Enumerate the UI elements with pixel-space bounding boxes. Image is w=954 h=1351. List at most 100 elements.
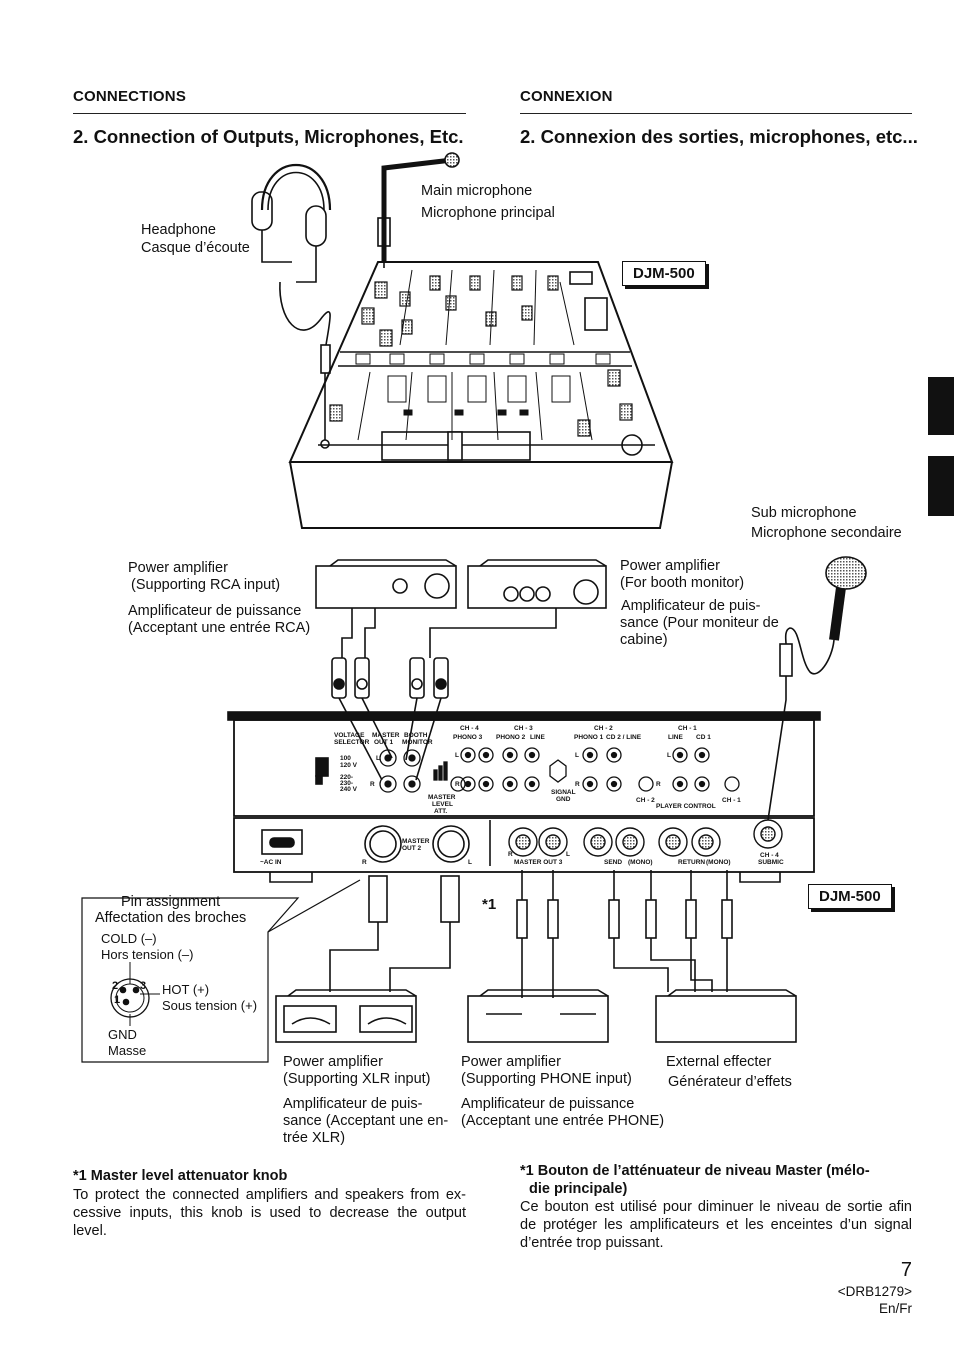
pin-cold-fr: Hors tension (–) [101,947,194,962]
language-code: En/Fr [878,1301,912,1316]
xlr-plugs-icon [329,875,460,992]
model-badge-bottom: DJM-500 [808,884,892,909]
panel-v5: 240 V [340,786,357,793]
panel-phono3: PHONO 3 [453,734,483,741]
pin-hot-fr: Sous tension (+) [162,998,258,1013]
panel-signal: SIGNAL [551,789,576,796]
booth-amp-label-en-2: (For booth monitor) [620,575,745,591]
doc-code: <DRB1279> [837,1284,912,1299]
booth-amp-label-fr-3: cabine) [620,632,668,648]
pin-hot-en: HOT (+) [162,982,210,997]
pin-cold-en: COLD (–) [101,931,157,946]
panel-out1: OUT 1 [374,739,394,746]
panel-v4: 230- [340,780,354,787]
phone-amp-label-fr-1: Amplificateur de puissance [461,1096,635,1112]
panel-send: SEND [604,859,623,866]
pin-number-2: 2 [112,980,119,992]
panel-player-control: PLAYER CONTROL [656,803,716,810]
headphone-label-en: Headphone [141,222,216,238]
rca-plugs-icon [331,657,449,781]
panel-monitor: MONITOR [402,739,433,746]
panel-r-a: R [370,781,375,788]
side-tab-marker-2 [928,456,954,516]
panel-r-b: R [455,781,460,788]
panel-v3: 220- [340,774,354,781]
mixer-top-view [288,261,674,529]
sub-mic-label-fr: Microphone secondaire [751,525,902,541]
page-number: 7 [900,1259,912,1281]
xlr-amp-label-fr-3: trée XLR) [283,1130,346,1146]
sub-mic-label-en: Sub microphone [751,505,857,521]
panel-r2: R [508,851,513,858]
panel-v1: 100 [340,755,351,762]
panel-ch1: CH - 1 [678,725,697,732]
xlr-amplifier-icon [275,989,417,1043]
phone-amp-label-en-1: Power amplifier [461,1054,561,1070]
attenuator-callout: *1 [482,896,497,913]
headphone-icon [251,163,332,449]
pin-gnd-fr: Masse [108,1043,147,1058]
rca-amp-label-fr-2: (Acceptant une entrée RCA) [128,620,311,636]
panel-cd2line: CD 2 / LINE [606,734,642,741]
panel-ch2b: CH - 2 [636,797,655,804]
panel-l1: L [468,859,472,866]
mixer-rear-panel [227,711,821,883]
header-rule-right [520,113,912,114]
note-body-en: To protect the connected amplifiers and … [73,1187,466,1239]
pin-title-en: Pin assignment [121,894,221,910]
panel-master-out3: MASTER OUT 3 [514,859,563,866]
pin-title-fr: Affectation des broches [95,910,247,926]
panel-l-c: L [575,752,579,759]
sub-microphone-icon [767,556,867,821]
panel-submic: SUBMIC [758,859,784,866]
pin-gnd-en: GND [108,1027,137,1042]
panel-ch4: CH - 4 [460,725,479,732]
note-body-fr: Ce bouton est utilisé pour diminuer le n… [520,1199,912,1251]
panel-phono1: PHONO 1 [574,734,604,741]
panel-l-a: L [376,755,380,762]
main-microphone-icon [377,152,460,268]
panel-cd1: CD 1 [696,734,711,741]
panel-return: RETURN [678,859,706,866]
page-title-fr: 2. Connexion des sorties, microphones, e… [520,126,918,147]
panel-mono2: (MONO) [706,859,731,866]
panel-l2: L [566,851,570,858]
panel-line-b: LINE [668,734,683,741]
booth-amplifier-icon [429,559,607,658]
rca-amp-label-fr-1: Amplificateur de puissance [128,603,302,619]
panel-r-c: R [575,781,580,788]
panel-selector: SELECTOR [334,739,370,746]
panel-att: ATT. [434,808,448,815]
panel-v2: 120 V [340,762,357,769]
panel-r-d: R [656,781,661,788]
xlr-amp-label-fr-2: sance (Acceptant une en- [283,1113,449,1129]
panel-ch1b: CH - 1 [722,797,741,804]
xlr-amp-label-en-2: (Supporting XLR input) [283,1071,431,1087]
panel-gnd: GND [556,796,571,803]
panel-ac-in: ~AC IN [260,859,282,866]
panel-phono2: PHONO 2 [496,734,526,741]
phone-amplifier-icon [467,989,609,1043]
booth-amp-label-fr-2: sance (Pour moniteur de [620,615,779,631]
panel-l-d: L [667,752,671,759]
rca-amp-label-en-2: (Supporting RCA input) [131,577,281,593]
panel-mono: (MONO) [628,859,653,866]
panel-level: LEVEL [432,801,453,808]
note-title-fr-2: die principale) [529,1181,628,1197]
effecter-label-en: External effecter [666,1054,772,1070]
xlr-amp-label-fr-1: Amplificateur de puis- [283,1096,423,1112]
panel-ch4b: CH - 4 [760,852,779,859]
effecter-label-fr: Générateur d’effets [668,1074,792,1090]
pin-assignment-box [81,879,361,1063]
note-title-fr-1: *1 Bouton de l’atténuateur de niveau Mas… [520,1163,870,1179]
phone-amp-label-fr-2: (Acceptant une entrée PHONE) [461,1113,665,1129]
panel-booth: BOOTH [404,732,428,739]
panel-master-level: MASTER [428,794,456,801]
section-label-en: CONNECTIONS [73,88,187,105]
panel-line-a: LINE [530,734,545,741]
rca-amplifier-icon [315,559,457,658]
model-badge-top: DJM-500 [622,261,706,286]
headphone-label-fr: Casque d’écoute [141,240,250,256]
note-title-en: *1 Master level attenuator knob [73,1168,288,1184]
